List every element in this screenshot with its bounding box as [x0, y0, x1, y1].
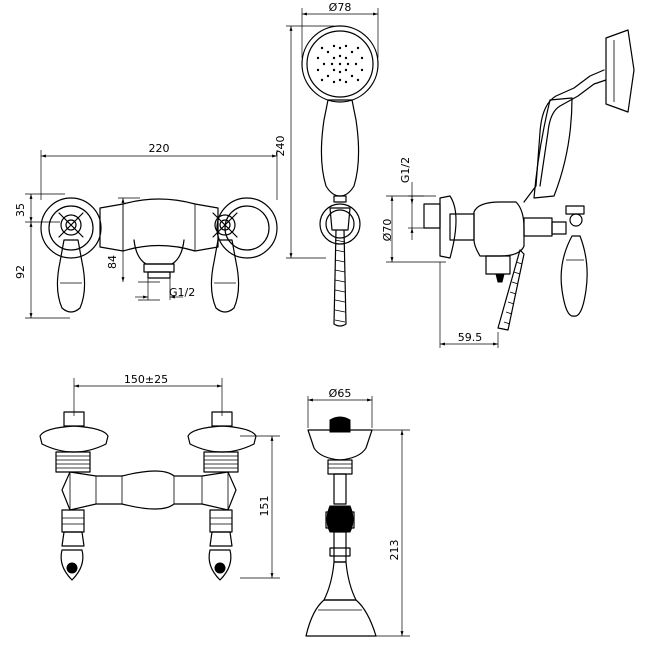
dim-92-label: 92	[14, 265, 27, 279]
side-escutcheon	[439, 195, 457, 259]
right-lever-handle	[210, 239, 240, 313]
elevation-body	[61, 470, 237, 511]
side-body	[473, 201, 525, 257]
dim-shower-height-label: 240	[274, 136, 287, 157]
right-escutcheon	[216, 197, 278, 259]
shower-bracket-view: Ø65 213	[305, 387, 410, 637]
dim-thread-label: G1/2	[169, 286, 195, 299]
mixer-body	[99, 198, 219, 252]
mixer-spout	[133, 239, 185, 265]
hand-shower-view: Ø78 240	[274, 1, 379, 327]
side-handset	[533, 97, 573, 199]
dim-bracket-diameter-label: Ø65	[329, 387, 352, 400]
shower-nozzles	[316, 44, 364, 84]
bracket-stem	[323, 561, 357, 601]
dim-35-label: 35	[14, 203, 27, 217]
side-shower-head	[605, 29, 635, 113]
side-inlet	[423, 203, 441, 229]
dim-shower-diameter-label: Ø78	[329, 1, 352, 14]
right-rosette	[187, 425, 257, 453]
mixer-side-view: G1/2 Ø70 59.5	[381, 29, 635, 348]
left-rosette	[39, 425, 109, 453]
right-lower-handle	[208, 549, 232, 581]
side-holder-arm	[523, 69, 605, 203]
dim-84-label: 84	[106, 255, 119, 269]
left-lower-handle	[60, 549, 84, 581]
shower-head	[301, 25, 379, 103]
side-lever	[560, 235, 588, 317]
dim-elevation-height-label: 151	[258, 496, 271, 517]
dim-centres-label: 150±25	[124, 373, 168, 386]
shower-wall-bracket	[319, 203, 361, 245]
left-escutcheon	[40, 197, 102, 259]
mixer-elevation-view: 150±25 151	[39, 373, 280, 581]
dim-bracket-height-label: 213	[388, 540, 401, 561]
shower-handle	[320, 99, 360, 197]
left-lever-handle	[56, 239, 86, 313]
dim-side-thread-label: G1/2	[399, 157, 412, 183]
shower-hose	[333, 229, 347, 327]
dim-side-projection-label: 59.5	[458, 331, 483, 344]
bracket-cup	[307, 429, 373, 461]
dim-220-label: 220	[149, 142, 170, 155]
dim-side-diameter-label: Ø70	[381, 219, 394, 242]
mixer-front-view: 220 35 92 84 G1/2	[14, 142, 278, 319]
side-hose	[497, 249, 525, 331]
bracket-base	[305, 599, 377, 637]
